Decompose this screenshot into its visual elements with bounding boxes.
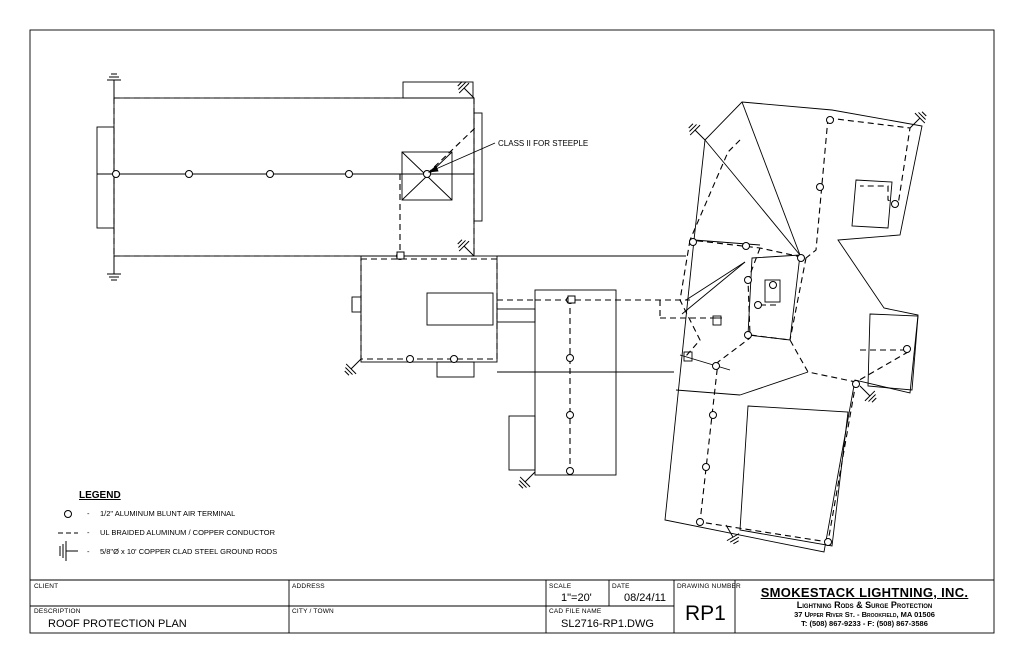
date-value: 08/24/11 xyxy=(624,592,667,604)
drawing-number-value: RP1 xyxy=(685,602,726,625)
legend-conductor-text: UL BRAIDED ALUMINUM / COPPER CONDUCTOR xyxy=(100,528,276,537)
cad-file-label: CAD FILE NAME xyxy=(549,608,602,615)
company-address: 37 Upper River St. - Brookfield, MA 0150… xyxy=(794,610,935,619)
air-terminals xyxy=(112,116,911,546)
legend-dash: - xyxy=(87,547,90,556)
legend-dash: - xyxy=(87,528,90,537)
building-left xyxy=(96,81,483,257)
sheet-border xyxy=(29,29,995,634)
scale-label: SCALE xyxy=(549,583,572,590)
date-label: DATE xyxy=(612,583,630,590)
building-right xyxy=(664,101,923,553)
building-middle xyxy=(351,255,686,476)
client-label: CLIENT xyxy=(34,583,59,590)
steeple-note: CLASS II FOR STEEPLE xyxy=(498,139,589,148)
legend-dash: - xyxy=(87,509,90,518)
scale-value: 1"=20' xyxy=(561,592,592,604)
legend-air-terminal-text: 1/2" ALUMINUM BLUNT AIR TERMINAL xyxy=(100,509,236,518)
company-tagline: Lightning Rods & Surge Protection xyxy=(796,600,933,610)
ground-rods xyxy=(107,73,927,545)
steeple-leader xyxy=(427,142,496,173)
legend-symbols xyxy=(58,510,78,561)
legend-title: LEGEND xyxy=(79,490,121,501)
legend-ground-rod-symbol xyxy=(59,541,78,561)
legend-air-terminal-symbol xyxy=(64,510,72,518)
drawing-number-label: DRAWING NUMBER xyxy=(677,583,741,590)
cad-file-value: SL2716-RP1.DWG xyxy=(561,618,654,630)
description-label: DESCRIPTION xyxy=(34,608,81,615)
company-phone: T: (508) 867-9233 - F: (508) 867-3586 xyxy=(801,619,928,628)
conductors xyxy=(113,97,911,543)
company-name: SMOKESTACK LIGHTNING, INC. xyxy=(760,585,969,600)
description-value: ROOF PROTECTION PLAN xyxy=(48,618,187,630)
company-block: SMOKESTACK LIGHTNING, INC. Lightning Rod… xyxy=(735,583,994,628)
legend-ground-rod-text: 5/8"Ø x 10' COPPER CLAD STEEL GROUND ROD… xyxy=(100,547,278,556)
steeple xyxy=(401,151,453,201)
city-label: CITY / TOWN xyxy=(292,608,334,615)
address-label: ADDRESS xyxy=(292,583,325,590)
